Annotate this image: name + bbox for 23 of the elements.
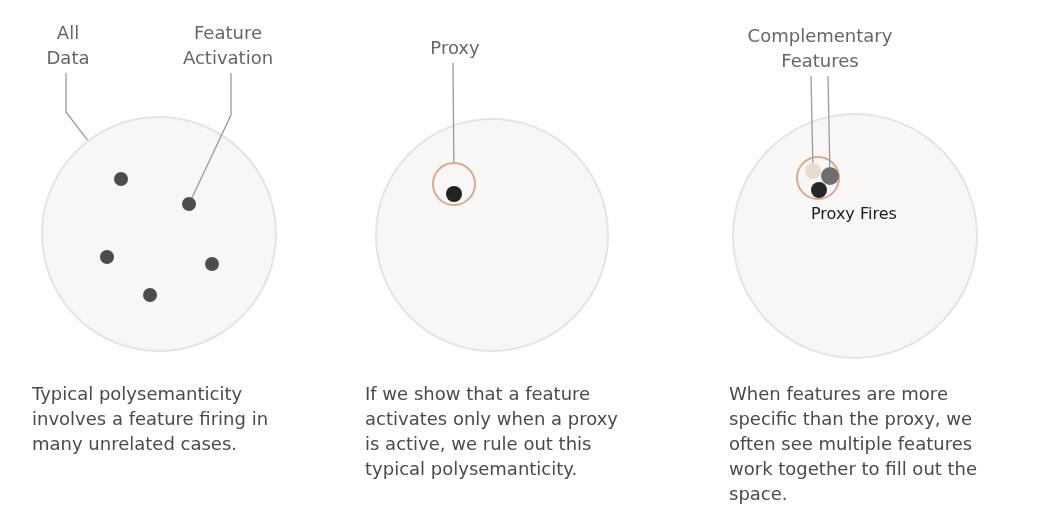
caption-text: When features are more specific than the proxy, we often see multiple features work together to fill out the space. [729,382,979,506]
caption-text: If we show that a feature activates only when a proxy is active, we rule out this typical polysemanticity. [365,382,619,481]
feature-dot [100,250,114,264]
feature-dot [143,288,157,302]
feature-dot [114,172,128,186]
callout-label: Complementary Features [725,23,915,73]
proxy-ring [432,162,476,206]
callout-label: Feature Activation [168,20,288,70]
feature-dot [805,163,821,179]
feature-dot [205,257,219,271]
feature-dot [811,182,827,198]
leader-line [65,72,89,141]
leader-line [810,75,814,164]
caption-text: Proxy Fires [811,204,897,223]
feature-dot [182,197,196,211]
callout-label: Proxy [415,35,495,60]
caption-text: Typical polysemanticity involves a feature firing in many unrelated cases. [32,382,270,456]
feature-dot [821,167,839,185]
leader-line [191,72,232,199]
leader-line [827,75,831,168]
feature-dot [446,186,462,202]
callout-label: All Data [38,20,98,70]
leader-line [452,62,455,163]
